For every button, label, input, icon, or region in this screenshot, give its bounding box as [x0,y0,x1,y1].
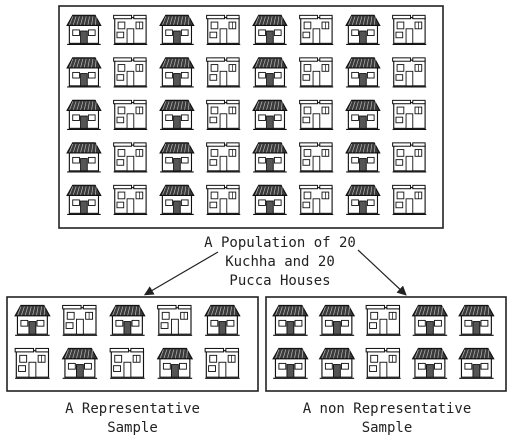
population-pucca-house-r3-c4 [206,99,241,131]
population-kuchha-house-r5-c1 [66,184,102,216]
population-kuchha-house-r5-c3 [159,184,195,216]
population-frame [58,5,444,229]
population-pucca-house-r5-c4 [206,184,241,216]
population-kuchha-house-r2-c5 [252,57,288,88]
population-kuchha-house-r3-c5 [252,99,288,131]
population-pucca-house-r5-c8 [392,184,427,216]
non-representative-sample-houses [272,304,495,379]
population-kuchha-house-r3-c1 [66,99,102,131]
population-kuchha-house-r4-c5 [252,142,288,173]
population-kuchha-house-r5-c5 [252,184,288,216]
population-kuchha-house-r1-c1 [66,14,102,46]
population-kuchha-house-r1-c3 [159,14,195,46]
non-representative-sample-pucca-house-r2-c3 [365,347,401,379]
representative-sample-kuchha-house-r2-c4 [156,347,194,379]
population-pucca-house-r1-c4 [206,14,241,46]
population-kuchha-house-r4-c3 [159,142,195,173]
population-pucca-house-r4-c6 [299,142,334,173]
representative-sample-kuchha-house-r1-c1 [14,304,51,336]
representative-sample-pucca-house-r1-c2 [62,304,98,336]
arrow-to-non-representative-sample [357,249,407,296]
representative-sample-kuchha-house-r2-c2 [61,347,99,379]
population-pucca-house-r5-c2 [113,184,148,216]
population-kuchha-house-r2-c1 [66,57,102,88]
population-pucca-house-r1-c8 [392,14,427,46]
population-pucca-house-r3-c6 [299,99,334,131]
population-kuchha-house-r4-c7 [345,142,381,173]
population-pucca-house-r4-c8 [392,142,427,173]
representative-sample-houses [14,304,241,379]
population-pucca-house-r1-c2 [113,14,148,46]
representative-sample-pucca-house-r2-c5 [204,347,240,379]
population-pucca-house-r5-c6 [299,184,334,216]
population-pucca-house-r2-c4 [206,57,241,88]
non-representative-sample-kuchha-house-r2-c4 [411,347,449,379]
non-representative-sample-frame [265,296,507,392]
representative-sample-pucca-house-r1-c4 [157,304,193,336]
population-caption: A Population of 20 Kuchha and 20 Pucca H… [204,235,356,289]
population-pucca-house-r4-c2 [113,142,148,173]
population-kuchha-house-r3-c3 [159,99,195,131]
population-pucca-house-r2-c2 [113,57,148,88]
population-kuchha-house-r2-c7 [345,57,381,88]
population-pucca-house-r4-c4 [206,142,241,173]
population-kuchha-house-r4-c1 [66,142,102,173]
population-kuchha-house-r1-c5 [252,14,288,46]
population-pucca-house-r2-c6 [299,57,334,88]
non-representative-sample-kuchha-house-r1-c1 [272,304,309,336]
representative-sample-kuchha-house-r1-c3 [109,304,146,336]
non-representative-sample-kuchha-house-r1-c4 [411,304,449,336]
population-pucca-house-r1-c6 [299,14,334,46]
non-representative-sample-kuchha-house-r2-c5 [458,347,495,379]
non-representative-sample-kuchha-house-r2-c2 [318,347,356,379]
representative-sample-kuchha-house-r1-c5 [204,304,241,336]
non-representative-sample-kuchha-house-r1-c2 [318,304,356,336]
population-pucca-house-r3-c2 [113,99,148,131]
population-pucca-house-r3-c8 [392,99,427,131]
non-representative-sample-caption: A non Representative Sample [302,401,472,436]
representative-sample-caption: A Representative Sample [65,401,200,436]
non-representative-sample-kuchha-house-r1-c5 [458,304,495,336]
population-pucca-house-r2-c8 [392,57,427,88]
population-houses [66,14,427,216]
population-kuchha-house-r3-c7 [345,99,381,131]
population-kuchha-house-r1-c7 [345,14,381,46]
representative-sample-pucca-house-r2-c3 [109,347,145,379]
population-kuchha-house-r2-c3 [159,57,195,88]
representative-sample-pucca-house-r2-c1 [14,347,50,379]
representative-sample-frame [6,296,259,392]
non-representative-sample-pucca-house-r1-c3 [365,304,401,336]
arrow-to-representative-sample [143,251,219,296]
non-representative-sample-kuchha-house-r2-c1 [272,347,309,379]
population-kuchha-house-r5-c7 [345,184,381,216]
